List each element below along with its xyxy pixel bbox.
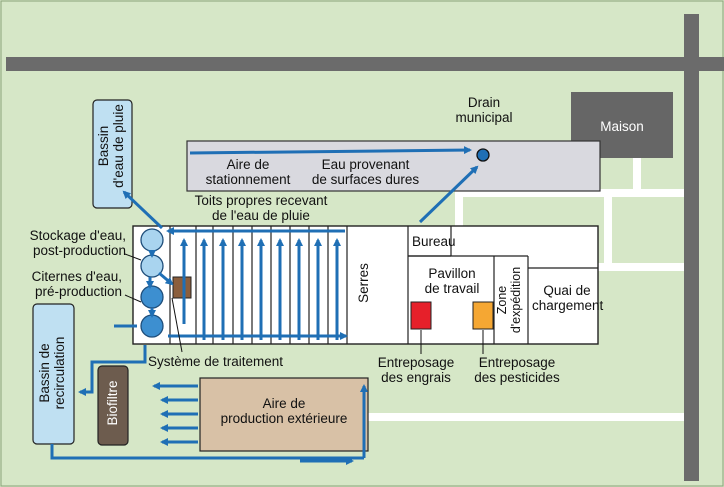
biofiltre [97, 365, 129, 446]
outdoor-production-area [199, 377, 369, 452]
office-label: Bureau [412, 234, 456, 249]
road-horizontal [6, 57, 724, 71]
treatment-system-label-text: Système de traitement [148, 354, 284, 369]
greenhouses-label-text: Serres [356, 263, 371, 303]
greenhouses-label: Serres [356, 249, 371, 317]
main-building [132, 225, 599, 345]
house-label-text: Maison [600, 119, 644, 134]
house-label: Maison [571, 119, 673, 134]
greenhouse-bays [195, 226, 598, 344]
water-tanks [140, 228, 164, 338]
tanks-pre-label-text: Citernes d'eau,pré-production [31, 269, 122, 299]
treatment-system [172, 276, 192, 299]
storage-post-label: Stockage d'eau,post-production [8, 228, 126, 258]
treatment-system-label: Système de traitement [148, 354, 283, 369]
biofiltre-label-text: Biofiltre [105, 380, 120, 426]
pesticide-storage [472, 301, 494, 330]
fertilizer-storage [410, 301, 432, 330]
rainwater-basin [92, 99, 133, 209]
tanks-pre-label: Citernes d'eau,pré-production [10, 269, 122, 299]
water-flow-arrows [50, 146, 479, 465]
biofiltre-label: Biofiltre [105, 366, 120, 440]
office-label-text: Bureau [412, 234, 456, 249]
road-vertical [684, 14, 699, 481]
municipal-drain [476, 148, 490, 162]
leader-lines [124, 253, 484, 354]
storage-post-label-text: Stockage d'eau,post-production [29, 228, 126, 258]
walkways [368, 158, 684, 421]
